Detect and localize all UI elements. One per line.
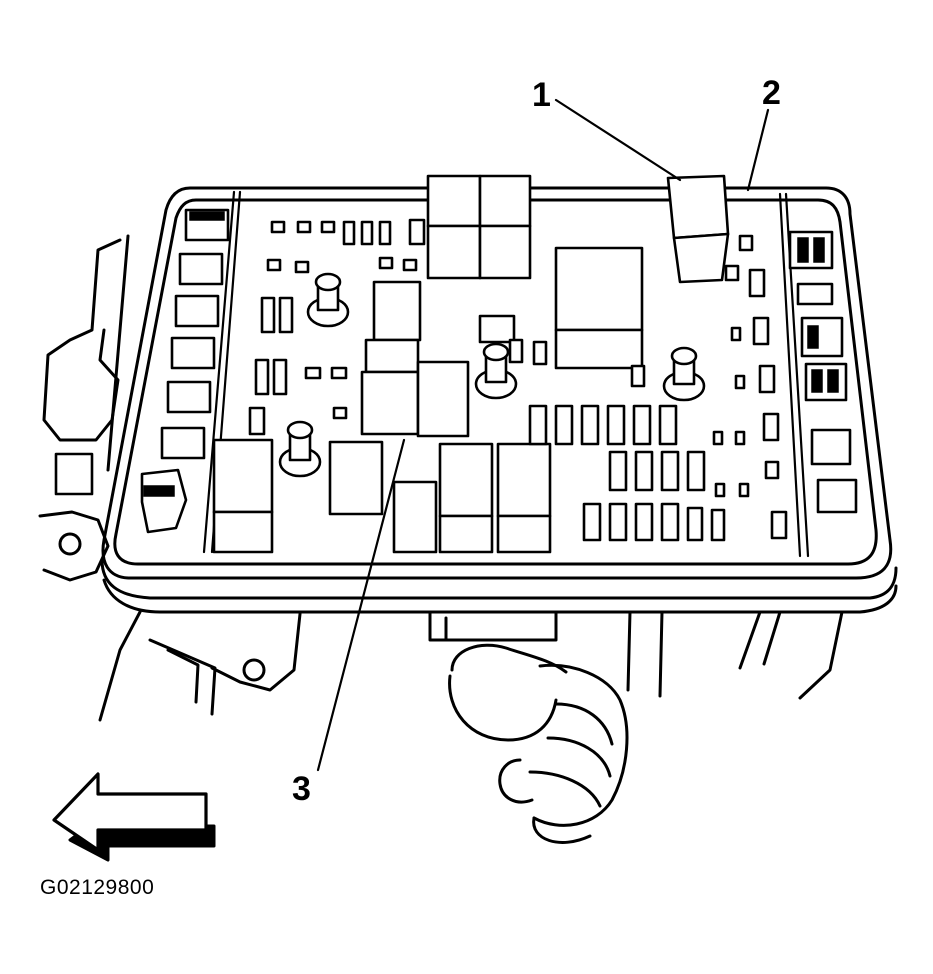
stud-2 (278, 420, 322, 478)
callout-label-1: 1 (532, 76, 551, 114)
wiring-harness (448, 643, 629, 844)
left-arrow-icon (52, 772, 216, 862)
callout-leaders (316, 98, 770, 772)
relays (212, 174, 644, 554)
stud-4 (662, 346, 706, 402)
callout-label-2: 2 (762, 74, 781, 112)
leader-line-2 (746, 108, 770, 192)
lower-housing (98, 558, 898, 722)
right-connector-column (788, 230, 858, 514)
figure-code: G02129800 (40, 876, 155, 899)
mini-fuses-upper (248, 218, 426, 436)
stud-terminals (278, 272, 706, 478)
left-bracket (38, 234, 130, 582)
stud-1 (306, 272, 350, 328)
component-1-relay (666, 174, 730, 284)
callout-label-3: 3 (292, 770, 311, 808)
left-fuse-column (140, 208, 230, 534)
leader-line-1 (554, 98, 682, 182)
stud-3 (474, 342, 518, 400)
leader-line-3 (316, 438, 406, 772)
mini-fuses-right (508, 234, 788, 540)
fuse-grid (528, 404, 726, 542)
